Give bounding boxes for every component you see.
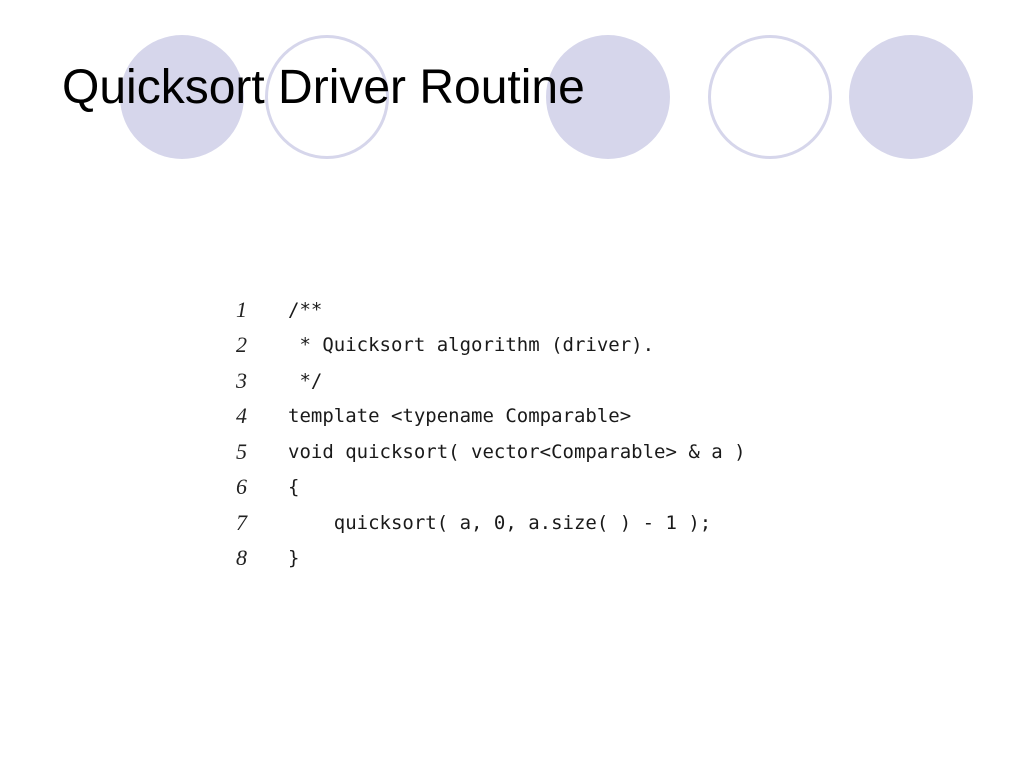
line-number: 6 [236, 474, 247, 500]
decor-circle-filled [849, 35, 973, 159]
line-number: 3 [236, 367, 247, 393]
line-number: 7 [236, 509, 247, 535]
decor-circle-outlined [265, 35, 389, 159]
code-text: template <typename Comparable> [288, 405, 632, 428]
code-line: 4 template <typename Comparable> [236, 399, 746, 435]
line-number: 2 [236, 332, 247, 358]
line-number: 5 [236, 438, 247, 464]
code-line: 2 * Quicksort algorithm (driver). [236, 328, 746, 364]
code-line: 1 /** [236, 292, 746, 328]
code-line: 5 void quicksort( vector<Comparable> & a… [236, 434, 746, 470]
code-line: 6 { [236, 470, 746, 506]
code-text: * Quicksort algorithm (driver). [288, 334, 655, 357]
code-line: 3 */ [236, 363, 746, 399]
line-number: 8 [236, 545, 247, 571]
decor-circle-filled [120, 35, 244, 159]
line-number: 4 [236, 403, 247, 429]
code-text: /** [288, 298, 323, 321]
code-text: } [288, 547, 300, 570]
code-line: 8 } [236, 541, 746, 577]
slide-title: Quicksort Driver Routine [62, 61, 585, 114]
code-line: 7 quicksort( a, 0, a.size( ) - 1 ); [236, 505, 746, 541]
code-text: */ [288, 369, 323, 392]
code-text: void quicksort( vector<Comparable> & a ) [288, 440, 746, 463]
code-text: { [288, 476, 300, 499]
code-text: quicksort( a, 0, a.size( ) - 1 ); [288, 511, 712, 534]
code-listing: 1 /** 2 * Quicksort algorithm (driver). … [236, 292, 746, 576]
decor-circle-filled [546, 35, 670, 159]
line-number: 1 [236, 296, 247, 322]
decor-circle-outlined [708, 35, 832, 159]
